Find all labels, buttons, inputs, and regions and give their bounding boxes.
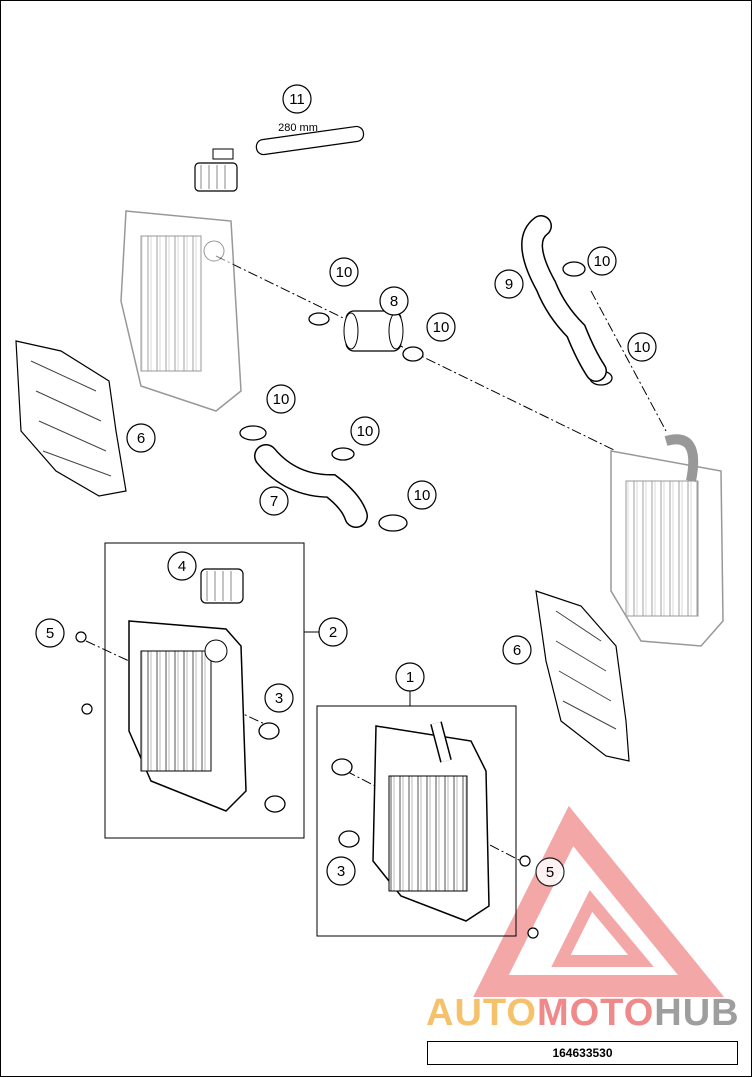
hose-length-label: 280 mm bbox=[278, 122, 318, 134]
radiator-cap-4 bbox=[200, 568, 244, 604]
hose-part-11 bbox=[255, 125, 365, 156]
svg-text:11: 11 bbox=[289, 91, 305, 108]
callout-6a: 6 bbox=[126, 423, 156, 453]
grommets bbox=[258, 722, 360, 848]
callout-9: 9 bbox=[494, 269, 524, 299]
svg-text:10: 10 bbox=[433, 319, 450, 336]
bolts bbox=[75, 631, 539, 939]
svg-text:1: 1 bbox=[406, 669, 414, 686]
svg-text:10: 10 bbox=[414, 487, 431, 504]
watermark-part-hub: HUB bbox=[654, 992, 740, 1034]
callout-10e: 10 bbox=[266, 384, 296, 414]
radiator-shroud-right bbox=[535, 590, 630, 762]
hose-part-7 bbox=[254, 444, 368, 528]
callout-10g: 10 bbox=[407, 480, 437, 510]
thermostat-housing-8 bbox=[343, 310, 404, 352]
svg-text:5: 5 bbox=[46, 625, 54, 642]
radiator-right-upper bbox=[610, 434, 724, 647]
callout-1: 1 bbox=[395, 662, 425, 706]
watermark-logo bbox=[473, 805, 725, 997]
callout-6b: 6 bbox=[502, 635, 532, 665]
callout-7: 7 bbox=[259, 486, 289, 516]
svg-text:10: 10 bbox=[336, 264, 353, 281]
svg-text:3: 3 bbox=[337, 863, 345, 880]
callout-10c: 10 bbox=[587, 246, 617, 276]
callout-8: 8 bbox=[379, 286, 409, 316]
radiator-shroud-left bbox=[15, 340, 127, 497]
radiator-kit-box-1 bbox=[316, 705, 517, 937]
watermark-wordmark: AUTOMOTOHUB bbox=[426, 991, 746, 1035]
radiator-kit-box-2 bbox=[104, 542, 305, 839]
callout-2: 2 bbox=[304, 617, 348, 647]
radiator-cap-upper bbox=[194, 148, 238, 192]
callout-5b: 5 bbox=[535, 857, 565, 887]
svg-text:6: 6 bbox=[137, 430, 145, 447]
callout-11: 11 bbox=[282, 84, 312, 114]
svg-text:10: 10 bbox=[273, 391, 290, 408]
part-number-box: 164633530 bbox=[427, 1041, 738, 1065]
hose-part-9 bbox=[521, 215, 607, 382]
svg-text:10: 10 bbox=[357, 423, 374, 440]
svg-text:6: 6 bbox=[513, 642, 521, 659]
svg-text:8: 8 bbox=[390, 293, 398, 310]
svg-text:3: 3 bbox=[275, 690, 283, 707]
watermark-part-moto: MOTO bbox=[536, 992, 655, 1034]
callout-10b: 10 bbox=[426, 312, 456, 342]
radiator-part-1 bbox=[372, 721, 490, 922]
callout-3b: 3 bbox=[326, 856, 356, 886]
callout-5a: 5 bbox=[35, 618, 65, 648]
callout-10d: 10 bbox=[627, 332, 657, 362]
radiator-left-upper bbox=[120, 210, 242, 412]
watermark-part-auto: AUTO bbox=[426, 992, 537, 1034]
svg-text:10: 10 bbox=[634, 339, 651, 356]
callout-4: 4 bbox=[167, 551, 197, 581]
svg-text:2: 2 bbox=[329, 624, 337, 641]
callout-10f: 10 bbox=[350, 416, 380, 446]
svg-text:9: 9 bbox=[505, 276, 513, 293]
callout-10a: 10 bbox=[329, 257, 359, 287]
svg-text:4: 4 bbox=[178, 558, 186, 575]
callout-3a: 3 bbox=[264, 683, 294, 713]
svg-text:5: 5 bbox=[546, 864, 554, 881]
radiator-part-2 bbox=[128, 620, 247, 812]
svg-text:10: 10 bbox=[594, 253, 611, 270]
svg-text:7: 7 bbox=[270, 493, 278, 510]
